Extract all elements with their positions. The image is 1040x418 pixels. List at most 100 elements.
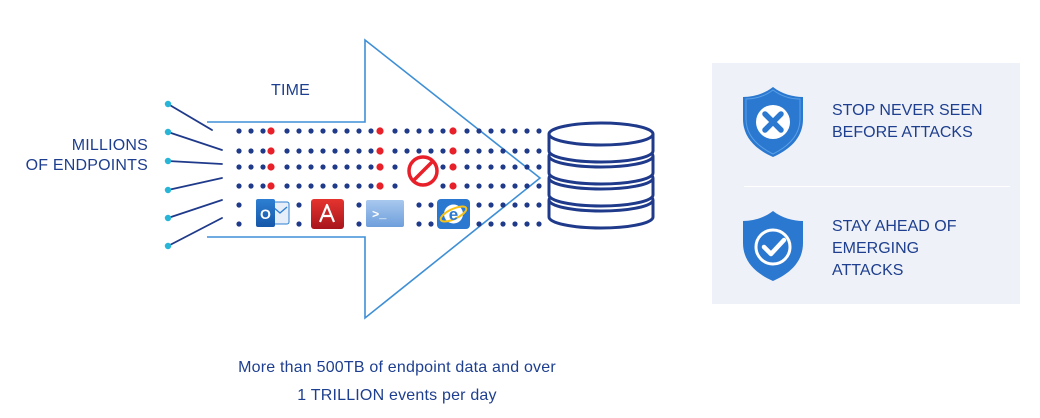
outlook-icon: O — [256, 199, 290, 227]
malicious-event-dot — [267, 163, 275, 171]
event-dot — [320, 164, 326, 170]
benefit-stay-ahead-text: STAY AHEAD OF EMERGING ATTACKS — [832, 216, 956, 282]
event-dot — [236, 148, 242, 154]
event-dot — [464, 183, 470, 189]
malicious-event-dot — [267, 147, 275, 155]
powershell-icon: >_ — [366, 200, 404, 227]
event-dot — [296, 128, 302, 134]
event-dot — [248, 183, 254, 189]
event-dot — [512, 148, 518, 154]
event-dot — [344, 128, 350, 134]
event-dot — [488, 183, 494, 189]
benefits-divider — [744, 186, 1010, 187]
event-dot — [248, 128, 254, 134]
malicious-event-dot — [376, 127, 384, 135]
event-dot — [248, 164, 254, 170]
endpoint-lines — [167, 103, 223, 247]
event-dot — [368, 148, 374, 154]
event-dot — [524, 148, 530, 154]
event-dot — [236, 202, 242, 208]
malicious-event-dot — [449, 147, 457, 155]
event-dot — [260, 164, 266, 170]
event-dot — [296, 164, 302, 170]
event-dot — [248, 148, 254, 154]
event-dot — [368, 164, 374, 170]
malicious-event-dot — [376, 147, 384, 155]
benefit-stay-line3: ATTACKS — [832, 262, 904, 279]
caption-line1: More than 500TB of endpoint data and ove… — [238, 359, 556, 376]
event-dot — [308, 128, 314, 134]
event-dot — [524, 164, 530, 170]
benefit-stay-line1: STAY AHEAD OF — [832, 218, 957, 235]
event-dot — [416, 128, 422, 134]
event-dot — [428, 148, 434, 154]
event-dot — [296, 183, 302, 189]
malicious-event-dot — [267, 127, 275, 135]
event-dot — [392, 128, 398, 134]
event-dot — [356, 148, 362, 154]
event-dot — [464, 128, 470, 134]
event-dot — [356, 128, 362, 134]
event-dot — [416, 148, 422, 154]
event-dot — [428, 202, 434, 208]
event-dot — [536, 221, 542, 227]
event-dot — [332, 164, 338, 170]
event-dot — [416, 202, 422, 208]
event-dot — [464, 164, 470, 170]
event-dot — [536, 164, 542, 170]
time-arrow — [207, 38, 542, 320]
event-dot — [320, 128, 326, 134]
event-dot — [356, 202, 362, 208]
event-dot — [308, 183, 314, 189]
event-dot — [236, 183, 242, 189]
event-dot — [332, 183, 338, 189]
event-dot — [332, 148, 338, 154]
malicious-event-dot — [449, 182, 457, 190]
benefit-stay-line2: EMERGING — [832, 240, 920, 257]
event-dot — [488, 128, 494, 134]
event-dot — [476, 148, 482, 154]
event-dot — [308, 148, 314, 154]
event-dot — [392, 148, 398, 154]
event-dot — [296, 221, 302, 227]
event-dot — [524, 183, 530, 189]
event-dot — [464, 148, 470, 154]
event-dot — [536, 128, 542, 134]
benefits-panel: STOP NEVER SEEN BEFORE ATTACKS STAY AHEA… — [712, 63, 1020, 304]
event-dot-grid — [236, 127, 542, 227]
svg-text:O: O — [260, 206, 271, 222]
event-dot — [356, 164, 362, 170]
benefit-stop-line2: BEFORE ATTACKS — [832, 124, 973, 141]
event-dot — [368, 183, 374, 189]
event-dot — [512, 164, 518, 170]
event-dot — [476, 202, 482, 208]
adobe-reader-icon — [311, 199, 344, 229]
event-dot — [356, 221, 362, 227]
event-dot — [308, 164, 314, 170]
endpoint-nodes — [164, 100, 172, 250]
event-dot — [260, 128, 266, 134]
event-dot — [284, 128, 290, 134]
internet-explorer-icon: e — [437, 199, 470, 229]
event-dot — [536, 183, 542, 189]
event-dot — [440, 164, 446, 170]
event-dot — [476, 183, 482, 189]
event-dot — [332, 128, 338, 134]
shield-check-icon — [743, 211, 803, 281]
event-dot — [440, 148, 446, 154]
benefit-stop-line1: STOP NEVER SEEN — [832, 102, 983, 119]
time-label: TIME — [271, 82, 311, 99]
event-dot — [476, 164, 482, 170]
event-dot — [428, 128, 434, 134]
event-dot — [500, 128, 506, 134]
malicious-event-dot — [376, 182, 384, 190]
data-flow-diagram: O >_ e — [164, 38, 655, 320]
caption-line2: 1 TRILLION events per day — [297, 387, 497, 404]
event-dot — [488, 148, 494, 154]
event-dot — [368, 128, 374, 134]
svg-text:>_: >_ — [372, 208, 387, 222]
caption: More than 500TB of endpoint data and ove… — [160, 354, 634, 410]
event-dot — [512, 128, 518, 134]
event-dot — [284, 183, 290, 189]
event-dot — [512, 183, 518, 189]
